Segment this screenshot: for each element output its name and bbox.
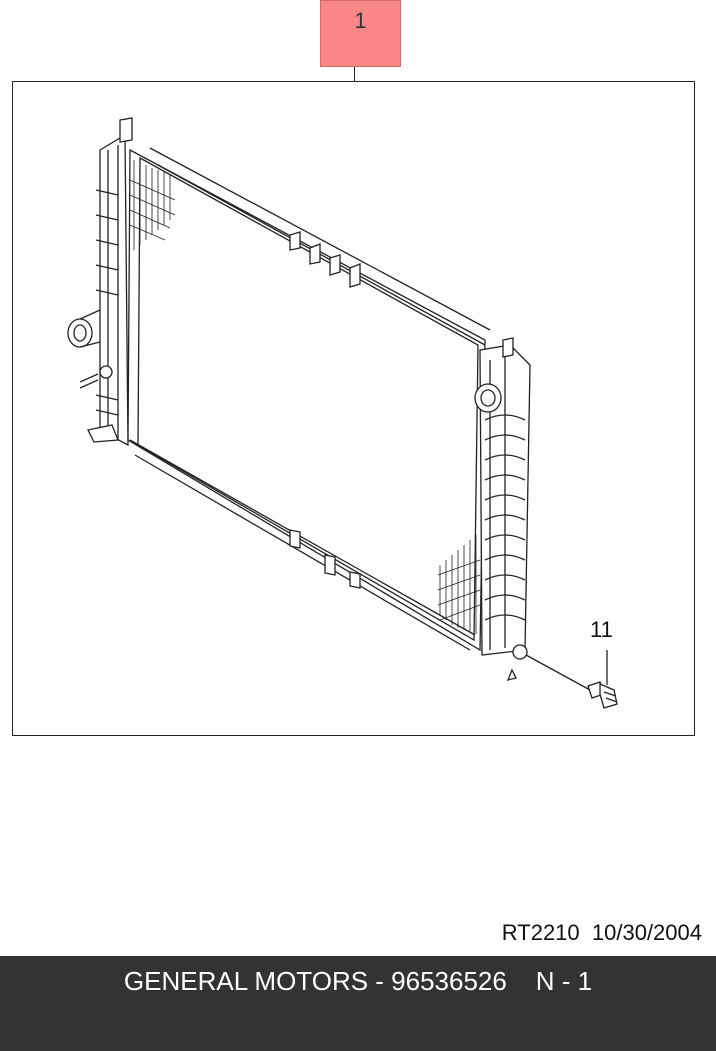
right-outlet-pipe: [474, 383, 502, 413]
right-filler-neck: [502, 337, 514, 358]
sheet-reference: RT2210 10/30/2004: [502, 920, 702, 946]
core-fins-hatching: [129, 160, 481, 634]
sheet-date: 10/30/2004: [591, 920, 702, 945]
drain-fitting: [512, 644, 528, 660]
callout-leader-line: [354, 67, 355, 82]
radiator-core: [127, 148, 486, 652]
drain-plug: [587, 681, 618, 709]
part-11-label: 11: [590, 617, 613, 642]
footer-bar: [0, 956, 716, 1051]
radiator-drawing: [67, 117, 618, 709]
part-11-leader: [525, 650, 608, 691]
sheet-code: RT2210: [501, 920, 580, 945]
footer-text: GENERAL MOTORS - 96536526 N - 1: [123, 966, 593, 996]
left-filler-neck: [119, 117, 133, 143]
left-inlet-pipe: [67, 318, 93, 348]
callout-box[interactable]: [320, 0, 401, 67]
right-tank-ribs: [484, 414, 526, 621]
callout-label: 1: [354, 8, 367, 33]
